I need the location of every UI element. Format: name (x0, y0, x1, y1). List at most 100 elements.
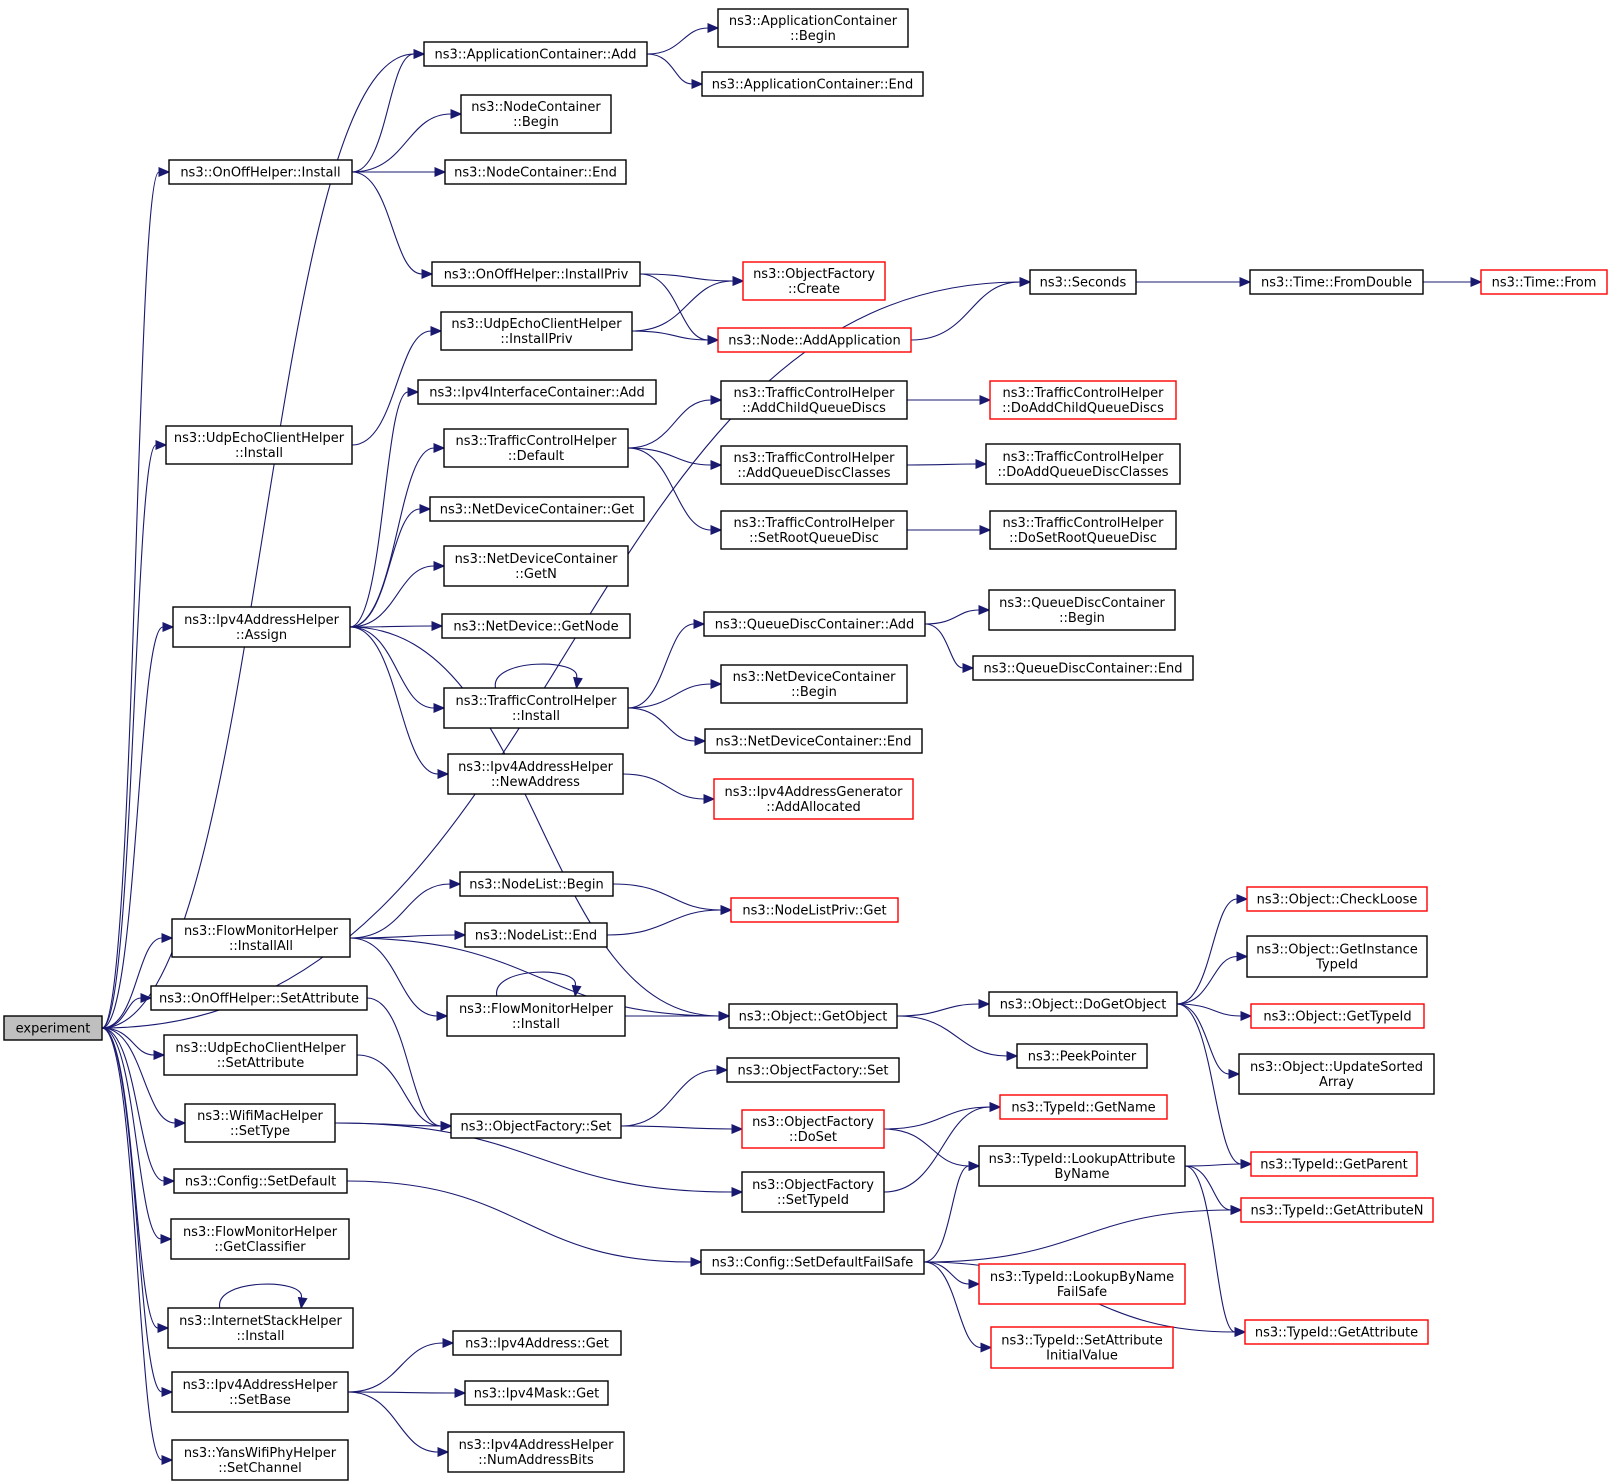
node-fmh-get-classifier[interactable]: ns3::FlowMonitorHelper::GetClassifier (170, 1218, 350, 1260)
node-app-begin[interactable]: ns3::ApplicationContainer::Begin (717, 8, 909, 48)
node-box (423, 41, 648, 67)
node-nc-end[interactable]: ns3::NodeContainer::End (444, 159, 627, 185)
edge-line (334, 1122, 733, 1193)
node-box (452, 1330, 622, 1356)
node-ndc-end[interactable]: ns3::NetDeviceContainer::End (704, 728, 923, 754)
edge-line (883, 1106, 991, 1130)
node-qdc-end[interactable]: ns3::QueueDiscContainer::End (972, 655, 1194, 681)
node-label: ns3::TypeId::LookupAttribute (989, 1152, 1176, 1167)
node-tch-do-add-classes[interactable]: ns3::TrafficControlHelper::DoAddQueueDis… (985, 443, 1181, 485)
node-tch-set-root[interactable]: ns3::TrafficControlHelper::SetRootQueueD… (720, 510, 908, 550)
node-ipv4-new-addr[interactable]: ns3::Ipv4AddressHelper::NewAddress (447, 753, 624, 795)
node-seconds[interactable]: ns3::Seconds (1029, 269, 1137, 295)
node-of-set-type-id[interactable]: ns3::ObjectFactory::SetTypeId (741, 1171, 885, 1213)
node-onoff-install-priv[interactable]: ns3::OnOffHelper::InstallPriv (431, 261, 641, 287)
node-tid-get-attr-n[interactable]: ns3::TypeId::GetAttributeN (1240, 1197, 1434, 1223)
node-label: ::DoAddChildQueueDiscs (1002, 401, 1164, 416)
node-node-add-app[interactable]: ns3::Node::AddApplication (717, 327, 912, 353)
node-nc-begin[interactable]: ns3::NodeContainer::Begin (460, 94, 612, 134)
edge-ipv4-set-base-to-ipv4-num-bits (347, 1391, 450, 1457)
node-tch-default[interactable]: ns3::TrafficControlHelper::Default (443, 428, 629, 468)
node-box (184, 1103, 336, 1143)
node-cfg-set-default-fs[interactable]: ns3::Config::SetDefaultFailSafe (700, 1249, 925, 1275)
node-fmh-install[interactable]: ns3::FlowMonitorHelper::Install (446, 995, 626, 1037)
node-box (1250, 1003, 1425, 1029)
node-app-add[interactable]: ns3::ApplicationContainer::Add (423, 41, 648, 67)
node-tch-add-classes[interactable]: ns3::TrafficControlHelper::AddQueueDiscC… (720, 445, 908, 485)
node-ndc-begin[interactable]: ns3::NetDeviceContainer::Begin (720, 664, 908, 704)
node-tch-add-child[interactable]: ns3::TrafficControlHelper::AddChildQueue… (720, 380, 908, 420)
node-tid-get-attr[interactable]: ns3::TypeId::GetAttribute (1244, 1319, 1429, 1345)
edge-line (346, 1180, 692, 1263)
node-tch-do-add-child[interactable]: ns3::TrafficControlHelper::DoAddChildQue… (989, 380, 1177, 420)
node-obj-get-type-id[interactable]: ns3::Object::GetTypeId (1250, 1003, 1425, 1029)
node-ndc-get[interactable]: ns3::NetDeviceContainer::Get (429, 496, 645, 522)
edge-line (496, 971, 576, 997)
node-node-list-end[interactable]: ns3::NodeList::End (464, 922, 608, 948)
edge-line (101, 1027, 162, 1240)
arrowhead-icon (968, 1279, 981, 1289)
node-box (171, 918, 351, 958)
node-box (443, 687, 629, 729)
node-from-double[interactable]: ns3::Time::FromDouble (1249, 269, 1424, 295)
node-tch-do-set-root[interactable]: ns3::TrafficControlHelper::DoSetRootQueu… (989, 510, 1177, 550)
node-qdc-begin[interactable]: ns3::QueueDiscContainer::Begin (988, 589, 1176, 631)
node-of-set1[interactable]: ns3::ObjectFactory::Set (726, 1057, 900, 1083)
node-udp-client-install-priv[interactable]: ns3::UdpEchoClientHelper::InstallPriv (440, 311, 633, 351)
edge-obj-get-object-to-peek-pointer (896, 1015, 1019, 1061)
node-tid-get-parent[interactable]: ns3::TypeId::GetParent (1250, 1151, 1418, 1177)
node-ipv4-assign[interactable]: ns3::Ipv4AddressHelper::Assign (172, 606, 351, 648)
node-box (447, 753, 624, 795)
node-obj-check-loose[interactable]: ns3::Object::CheckLoose (1246, 886, 1428, 912)
node-ipv4-num-bits[interactable]: ns3::Ipv4AddressHelper::NumAddressBits (447, 1431, 625, 1473)
node-app-end[interactable]: ns3::ApplicationContainer::End (701, 71, 924, 97)
node-label: ns3::Ipv4Mask::Get (474, 1387, 600, 1402)
node-wifi-mac-set-type[interactable]: ns3::WifiMacHelper::SetType (184, 1103, 336, 1143)
node-ipv4-ifc-add[interactable]: ns3::Ipv4InterfaceContainer::Add (417, 379, 657, 405)
node-onoff-install[interactable]: ns3::OnOffHelper::Install (168, 159, 353, 185)
node-obj-get-object[interactable]: ns3::Object::GetObject (728, 1003, 898, 1029)
node-of-create[interactable]: ns3::ObjectFactory::Create (742, 261, 886, 301)
node-udp-client-set-attr[interactable]: ns3::UdpEchoClientHelper::SetAttribute (163, 1034, 358, 1076)
arrowhead-icon (160, 1234, 173, 1244)
node-peek-pointer[interactable]: ns3::PeekPointer (1016, 1043, 1148, 1069)
node-ish-install[interactable]: ns3::InternetStackHelper::Install (167, 1307, 354, 1349)
node-ndc-get-n[interactable]: ns3::NetDeviceContainer::GetN (443, 545, 629, 587)
node-ipv4-gen-add[interactable]: ns3::Ipv4AddressGenerator::AddAllocated (713, 778, 914, 820)
node-yans-set-channel[interactable]: ns3::YansWifiPhyHelper::SetChannel (171, 1439, 349, 1481)
node-box (720, 445, 908, 485)
node-label: ::SetTypeId (777, 1193, 849, 1208)
node-ipv4-set-base[interactable]: ns3::Ipv4AddressHelper::SetBase (171, 1371, 349, 1413)
node-obj-do-get-object[interactable]: ns3::Object::DoGetObject (988, 991, 1178, 1017)
node-of-do-set[interactable]: ns3::ObjectFactory::DoSet (741, 1109, 885, 1149)
node-time-from[interactable]: ns3::Time::From (1480, 269, 1608, 295)
node-node-list-begin[interactable]: ns3::NodeList::Begin (459, 871, 614, 897)
node-onoff-set-attr[interactable]: ns3::OnOffHelper::SetAttribute (150, 985, 368, 1011)
node-cfg-set-default[interactable]: ns3::Config::SetDefault (173, 1168, 348, 1194)
node-qdc-add[interactable]: ns3::QueueDiscContainer::Add (703, 611, 926, 637)
node-ipv4-addr-get[interactable]: ns3::Ipv4Address::Get (452, 1330, 622, 1356)
edge-line (101, 171, 160, 1029)
node-tid-get-name[interactable]: ns3::TypeId::GetName (999, 1094, 1168, 1120)
node-label: ns3::FlowMonitorHelper (183, 1225, 338, 1240)
node-of-set2[interactable]: ns3::ObjectFactory::Set (450, 1113, 622, 1139)
node-label: ns3::NodeContainer::End (454, 166, 617, 181)
node-ipv4-mask-get[interactable]: ns3::Ipv4Mask::Get (464, 1380, 609, 1406)
node-udp-client-install[interactable]: ns3::UdpEchoClientHelper::Install (165, 425, 353, 465)
node-box (171, 1439, 349, 1481)
edge-line (646, 53, 693, 85)
node-experiment[interactable]: experiment (3, 1015, 103, 1041)
node-node-list-priv-get[interactable]: ns3::NodeListPriv::Get (730, 897, 899, 923)
edge-experiment-to-onoff-set-attr (101, 993, 153, 1029)
node-tch-install[interactable]: ns3::TrafficControlHelper::Install (443, 687, 629, 729)
node-label: ::Begin (790, 29, 836, 44)
edge-cfg-set-default-to-cfg-set-default-fs (346, 1180, 703, 1267)
node-fmh-install-all[interactable]: ns3::FlowMonitorHelper::InstallAll (171, 918, 351, 958)
edge-line (101, 1027, 163, 1461)
node-nd-get-node[interactable]: ns3::NetDevice::GetNode (441, 613, 631, 639)
